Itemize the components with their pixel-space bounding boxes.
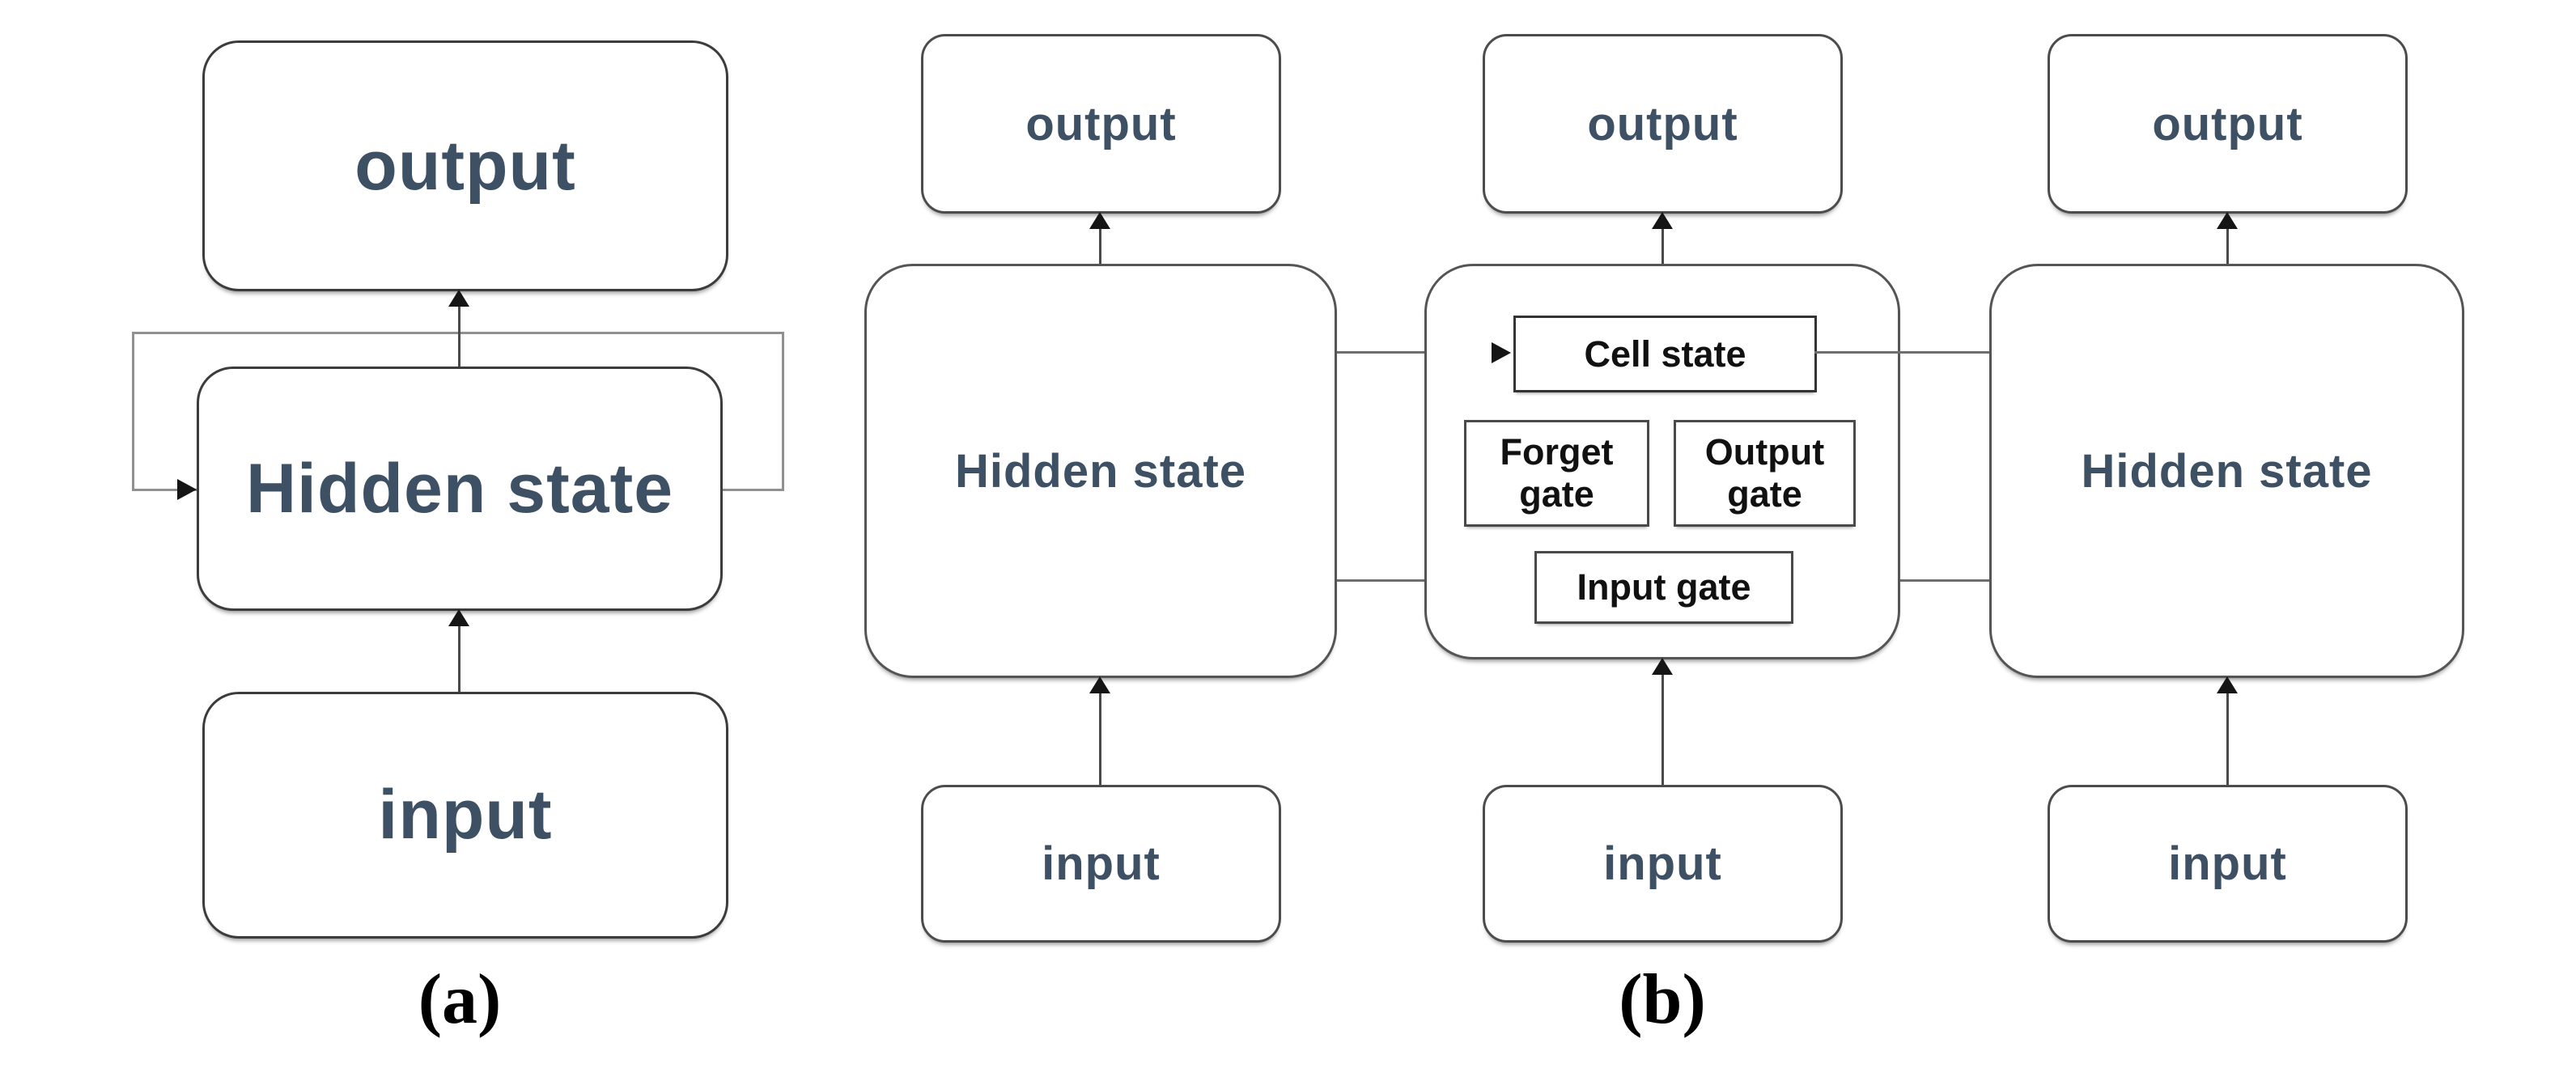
cell-state-box: Cell state [1513, 316, 1817, 392]
arrow-input-to-lstm-head-icon [1652, 658, 1673, 675]
lstm-right-input-box: input [2048, 785, 2408, 943]
input-gate-label: Input gate [1577, 566, 1751, 608]
recurrent-loop-arrowhead-icon [177, 479, 197, 500]
lstm-left-input-label: input [1042, 837, 1161, 890]
lstm-left-output-box: output [921, 34, 1281, 214]
arrow-left-hidden-to-output-line [1099, 225, 1101, 264]
rnn-input-label: input [378, 776, 553, 854]
lstm-cell-container-box: Cell state Forget gate Output gate Input… [1424, 264, 1900, 659]
panel-b-caption: (b) [1619, 960, 1706, 1039]
arrow-left-hidden-to-output-head-icon [1089, 212, 1110, 229]
lstm-left-hidden-state-label: Hidden state [954, 444, 1247, 498]
arrow-right-input-to-hidden-line [2226, 689, 2229, 785]
connector-cell-state-to-right-hidden-line [1814, 351, 1989, 354]
arrow-input-to-lstm-line [1661, 671, 1664, 785]
rnn-input-box: input [202, 692, 728, 939]
forget-gate-label: Forget gate [1500, 431, 1614, 515]
connector-left-hidden-to-lstm-line [1337, 579, 1424, 582]
panel-a-caption: (a) [418, 960, 502, 1039]
arrow-hidden-to-output-line [458, 303, 460, 367]
lstm-right-output-label: output [2152, 97, 2303, 150]
input-gate-box: Input gate [1534, 551, 1793, 624]
output-gate-label: Output gate [1704, 431, 1825, 515]
lstm-left-hidden-state-box: Hidden state [864, 264, 1337, 678]
arrow-right-hidden-to-output-line [2226, 225, 2229, 264]
arrow-right-hidden-to-output-head-icon [2217, 212, 2238, 229]
forget-gate-box: Forget gate [1464, 420, 1649, 527]
rnn-hidden-state-box: Hidden state [197, 367, 723, 611]
lstm-right-output-box: output [2048, 34, 2408, 214]
arrow-lstm-to-output-line [1661, 225, 1664, 264]
arrow-right-input-to-hidden-head-icon [2217, 676, 2238, 693]
connector-left-hidden-to-cell-state-line [1337, 351, 1493, 354]
arrow-left-input-to-hidden-head-icon [1089, 676, 1110, 693]
cell-state-label: Cell state [1584, 333, 1746, 375]
rnn-output-box: output [202, 40, 728, 291]
lstm-left-output-label: output [1025, 97, 1177, 150]
arrow-lstm-to-output-head-icon [1652, 212, 1673, 229]
lstm-right-input-label: input [2168, 837, 2287, 890]
lstm-right-hidden-state-box: Hidden state [1989, 264, 2464, 678]
lstm-middle-input-box: input [1483, 785, 1843, 943]
lstm-middle-output-box: output [1483, 34, 1843, 214]
arrow-left-input-to-hidden-line [1099, 689, 1101, 785]
lstm-middle-output-label: output [1587, 97, 1738, 150]
arrow-input-to-hidden-head-icon [448, 609, 469, 626]
arrow-hidden-to-output-head-icon [448, 290, 469, 307]
output-gate-box: Output gate [1674, 420, 1856, 527]
connector-lstm-to-right-hidden-line [1900, 579, 1989, 582]
arrow-input-to-hidden-line [458, 622, 460, 692]
rnn-output-label: output [354, 126, 576, 205]
connector-cell-state-arrowhead-icon [1492, 342, 1511, 363]
lstm-left-input-box: input [921, 785, 1281, 943]
lstm-middle-input-label: input [1603, 837, 1722, 890]
rnn-hidden-state-label: Hidden state [245, 449, 674, 528]
lstm-right-hidden-state-label: Hidden state [2081, 444, 2373, 498]
